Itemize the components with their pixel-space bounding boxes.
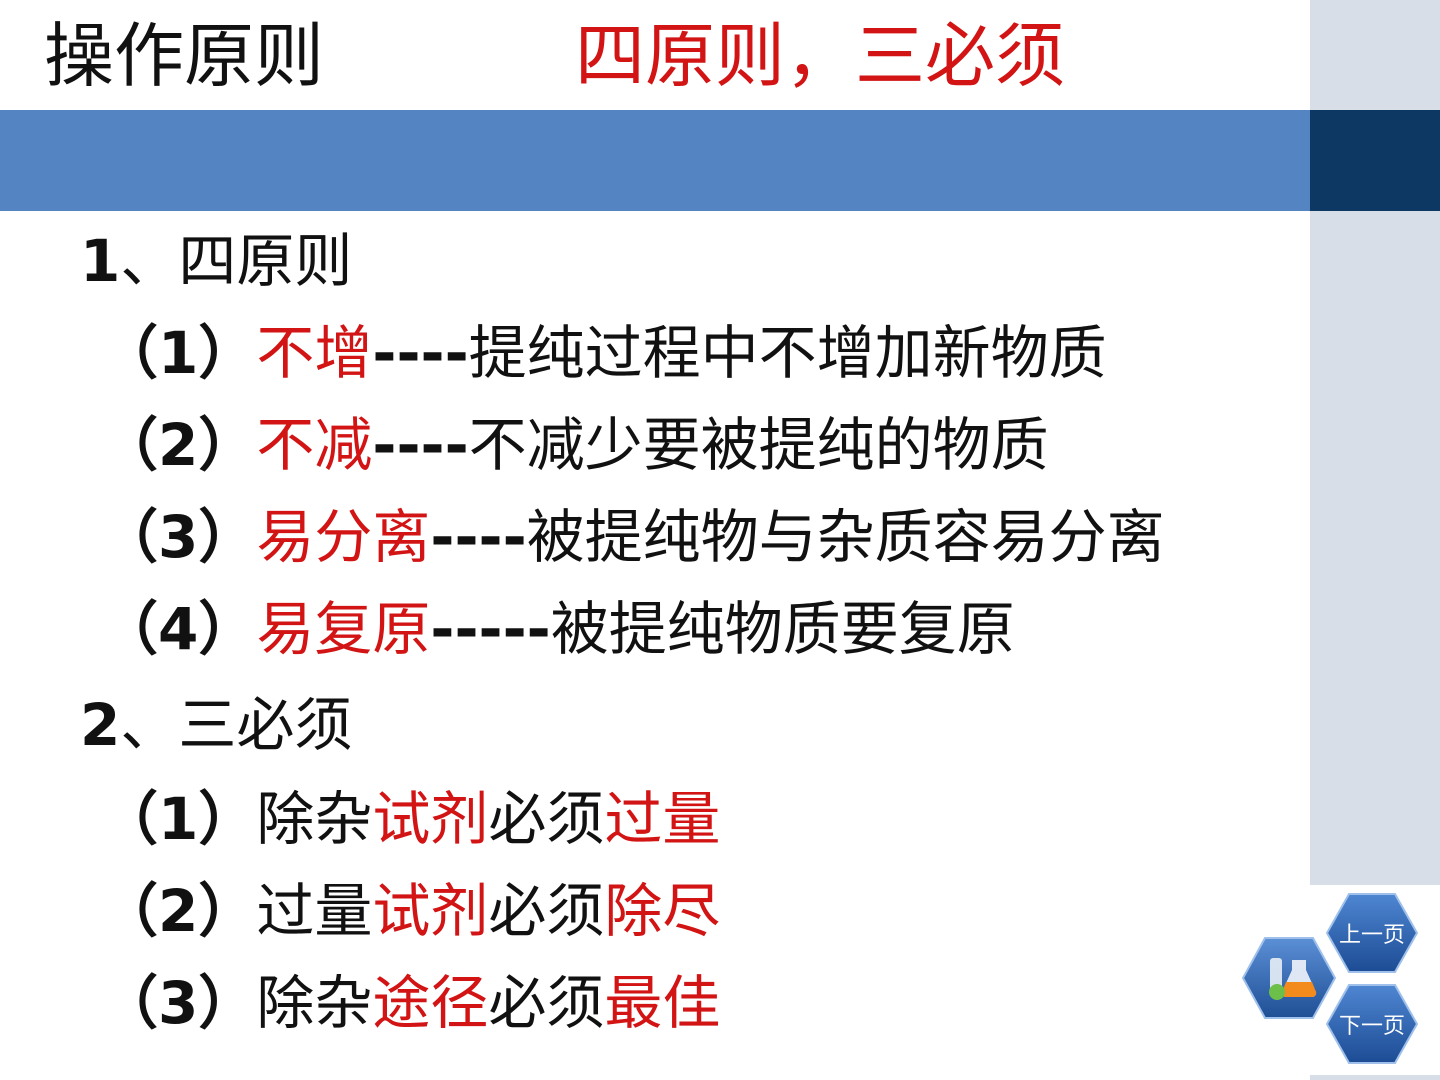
page-title: 操作原则 xyxy=(44,15,324,97)
section2-title: 、三必须 xyxy=(120,691,353,759)
principle-keyword: 易复原 xyxy=(256,595,431,663)
requirement-part-a: 除杂 xyxy=(256,969,373,1037)
requirement-part-d: 除尽 xyxy=(604,877,721,945)
right-sidebar-footer xyxy=(1310,1075,1440,1080)
requirement-part-b: 试剂 xyxy=(372,785,489,853)
previous-page-label: 上一页 xyxy=(1338,923,1405,948)
principle-keyword: 不减 xyxy=(256,411,373,479)
principle-description: 被提纯物与杂质容易分离 xyxy=(526,503,1165,571)
section1-title: 、四原则 xyxy=(120,227,353,295)
requirement-item-2: （2）过量试剂必须除尽 xyxy=(100,876,720,946)
principle-item-2: （2）不减----不减少要被提纯的物质 xyxy=(100,410,1049,480)
requirement-part-c: 必须 xyxy=(488,877,605,945)
principle-item-3: （3）易分离----被提纯物与杂质容易分离 xyxy=(100,502,1165,572)
section2-number: 2 xyxy=(80,691,121,759)
header-band xyxy=(0,110,1310,211)
item-number: （3） xyxy=(100,969,257,1037)
principle-description: 提纯过程中不增加新物质 xyxy=(468,319,1107,387)
requirement-part-d: 过量 xyxy=(604,785,721,853)
requirement-part-c: 必须 xyxy=(488,969,605,1037)
section2-heading: 2、三必须 xyxy=(80,690,352,760)
header-band-accent xyxy=(1310,110,1440,211)
item-number: （2） xyxy=(100,877,257,945)
item-number: （1） xyxy=(100,785,257,853)
section1-number: 1 xyxy=(80,227,121,295)
principle-description: 被提纯物质要复原 xyxy=(550,595,1015,663)
item-number: （1） xyxy=(100,319,257,387)
requirement-item-1: （1）除杂试剂必须过量 xyxy=(100,784,720,854)
item-number: （3） xyxy=(100,503,257,571)
item-number: （4） xyxy=(100,595,257,663)
requirement-part-c: 必须 xyxy=(488,785,605,853)
principle-item-4: （4）易复原-----被提纯物质要复原 xyxy=(100,594,1015,664)
principle-keyword: 易分离 xyxy=(256,503,431,571)
previous-page-button[interactable]: 上一页 xyxy=(1326,892,1418,974)
next-page-label: 下一页 xyxy=(1338,1014,1405,1039)
next-page-button[interactable]: 下一页 xyxy=(1326,983,1418,1065)
section1-heading: 1、四原则 xyxy=(80,226,352,296)
requirement-part-a: 除杂 xyxy=(256,785,373,853)
lab-flask-icon xyxy=(1242,936,1336,1020)
page-subtitle: 四原则，三必须 xyxy=(575,15,1065,97)
principle-keyword: 不增 xyxy=(256,319,373,387)
requirement-part-d: 最佳 xyxy=(604,969,721,1037)
item-dash: ----- xyxy=(430,595,551,663)
requirement-item-3: （3）除杂途径必须最佳 xyxy=(100,968,720,1038)
item-dash: ---- xyxy=(372,411,469,479)
item-number: （2） xyxy=(100,411,257,479)
principle-item-1: （1）不增----提纯过程中不增加新物质 xyxy=(100,318,1107,388)
requirement-part-a: 过量 xyxy=(256,877,373,945)
requirement-part-b: 试剂 xyxy=(372,877,489,945)
principle-description: 不减少要被提纯的物质 xyxy=(468,411,1049,479)
item-dash: ---- xyxy=(430,503,527,571)
item-dash: ---- xyxy=(372,319,469,387)
requirement-part-b: 途径 xyxy=(372,969,489,1037)
